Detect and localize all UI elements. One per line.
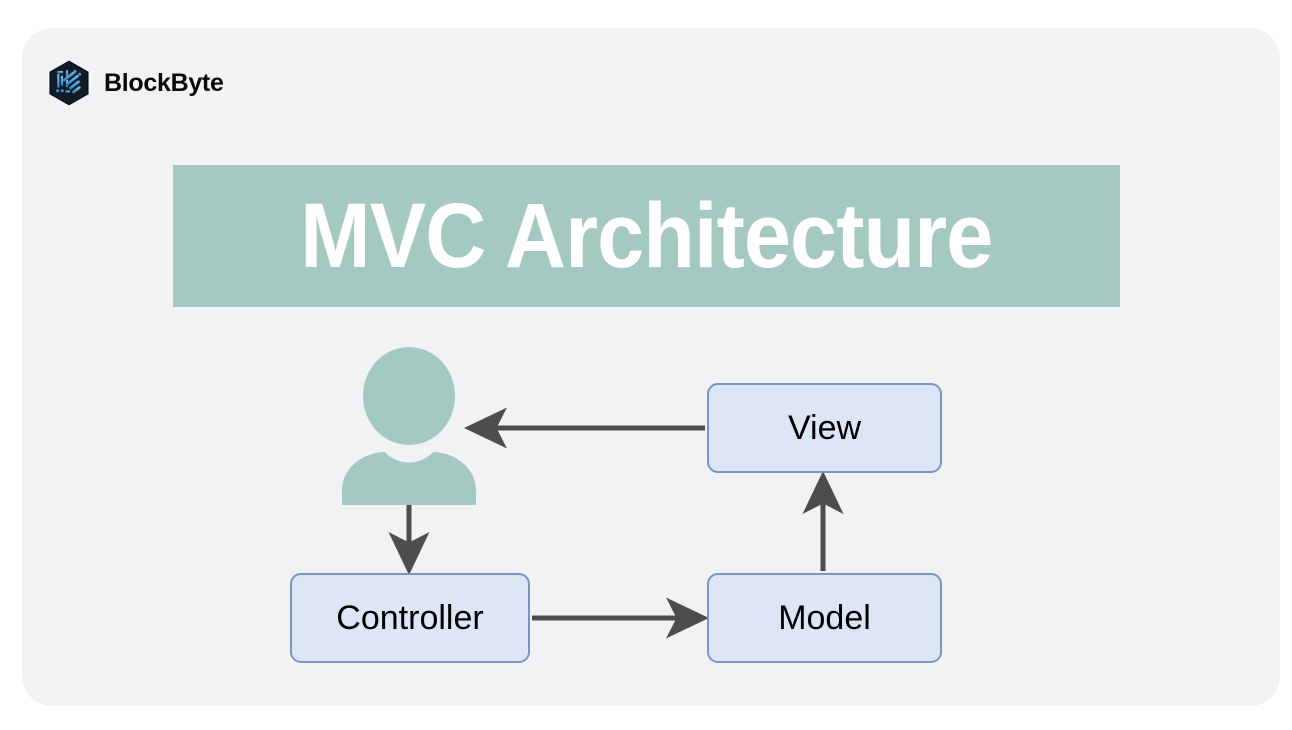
node-controller-label: Controller — [336, 599, 484, 637]
slide-card: BlockByte MVC Architecture — [22, 28, 1280, 706]
node-model-label: Model — [778, 599, 871, 637]
hexagon-circuit-logo-icon — [46, 60, 92, 106]
node-controller[interactable]: Controller — [290, 573, 530, 663]
title-banner: MVC Architecture — [173, 165, 1120, 307]
node-model[interactable]: Model — [707, 573, 942, 663]
brand-name-label: BlockByte — [104, 68, 224, 97]
brand-logo-group: BlockByte — [46, 60, 224, 106]
node-view-label: View — [787, 409, 862, 447]
mvc-diagram — [22, 28, 1280, 706]
node-view[interactable]: View — [707, 383, 942, 473]
page-title: MVC Architecture — [300, 185, 993, 287]
user-person-icon — [342, 347, 476, 505]
